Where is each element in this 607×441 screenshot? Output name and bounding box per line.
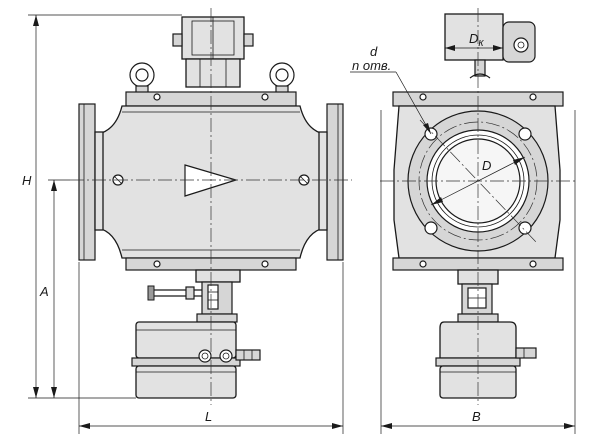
position-switch bbox=[147, 285, 202, 301]
dim-label-d: d bbox=[370, 44, 378, 59]
dim-label-A: A bbox=[39, 284, 49, 299]
dim-label-L: L bbox=[205, 409, 212, 424]
stem-coupling bbox=[195, 269, 241, 283]
cable-gland-right bbox=[243, 33, 254, 47]
actuator-side bbox=[435, 321, 537, 399]
flange-left bbox=[78, 103, 104, 261]
junction-box-side bbox=[444, 13, 504, 61]
dimensions: H A L B D d n отв. bbox=[22, 14, 576, 434]
lifting-eye-right bbox=[269, 62, 295, 95]
cable-gland-left bbox=[172, 33, 183, 47]
dim-label-Dk-sub: к bbox=[478, 37, 484, 49]
dim-label-n-holes: n отв. bbox=[352, 58, 391, 73]
flow-direction-arrow bbox=[184, 164, 239, 197]
side-view bbox=[380, 8, 575, 405]
dim-label-H: H bbox=[22, 173, 32, 188]
dim-label-Dk-main: D bbox=[469, 31, 478, 46]
front-view bbox=[70, 8, 352, 405]
flange-right bbox=[318, 103, 344, 261]
lifting-eye-left bbox=[129, 62, 155, 95]
dim-label-D: D bbox=[482, 158, 491, 173]
cable-entry-1 bbox=[198, 349, 212, 363]
dim-label-B: B bbox=[472, 409, 481, 424]
cable-entry-2 bbox=[219, 349, 233, 363]
dim-label-Dk: Dк bbox=[469, 31, 484, 49]
actuator-front bbox=[131, 321, 261, 399]
